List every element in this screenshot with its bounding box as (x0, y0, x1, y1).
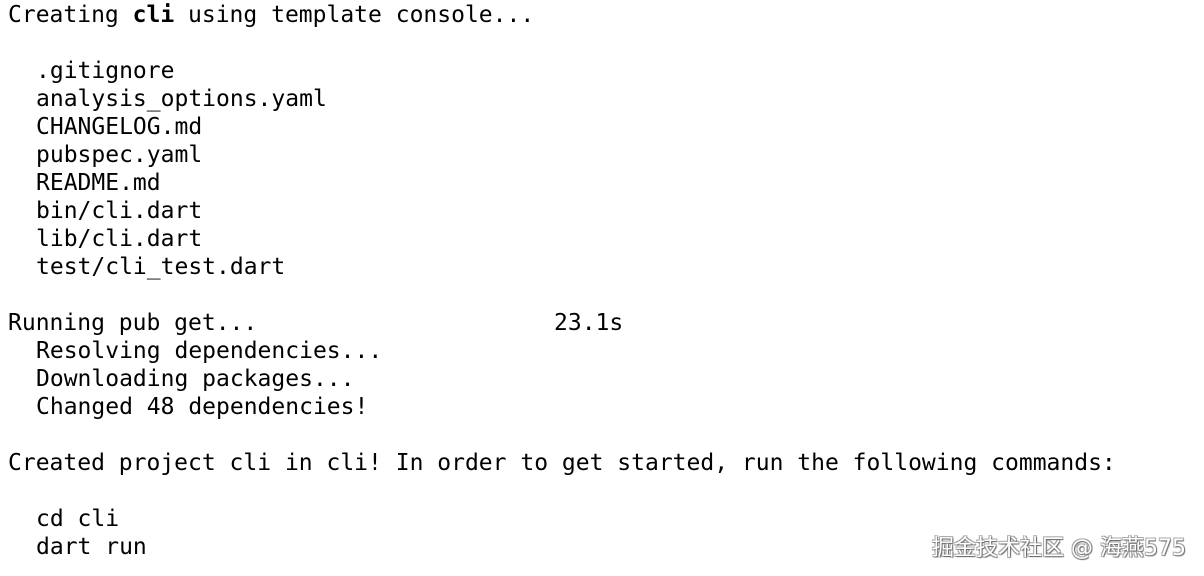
file-item: .gitignore (36, 58, 175, 84)
blank-line (8, 281, 1116, 309)
pub-step: Resolving dependencies... (36, 338, 383, 364)
command-line: dart run (36, 534, 147, 560)
create-prefix: Creating (8, 2, 133, 28)
blank-line (8, 477, 1116, 505)
blank-line (8, 29, 1116, 57)
blank-line (8, 421, 1116, 449)
pub-get-line: Running pub get... 23.1s (8, 309, 1116, 337)
watermark: 掘金技术社区 @ 海燕575 (932, 536, 1186, 561)
command-line: cd cli (36, 506, 120, 532)
terminal-output: Creating cli using template console... .… (8, 1, 1116, 561)
file-item: bin/cli.dart (36, 198, 203, 224)
create-line: Creating cli using template console... (8, 1, 1116, 29)
pub-get-label: Running pub get... (8, 310, 258, 336)
file-item: pubspec.yaml (36, 142, 203, 168)
create-suffix: using template console... (174, 2, 535, 28)
file-item: lib/cli.dart (36, 226, 203, 252)
file-item: CHANGELOG.md (36, 114, 203, 140)
file-item: analysis_options.yaml (36, 86, 327, 112)
file-item: test/cli_test.dart (36, 254, 286, 280)
created-message: Created project cli in cli! In order to … (8, 450, 1116, 476)
pub-get-time: 23.1s (554, 310, 624, 336)
project-name: cli (132, 2, 175, 28)
pub-step: Changed 48 dependencies! (36, 394, 369, 420)
file-item: README.md (36, 170, 161, 196)
pub-step: Downloading packages... (36, 366, 355, 392)
